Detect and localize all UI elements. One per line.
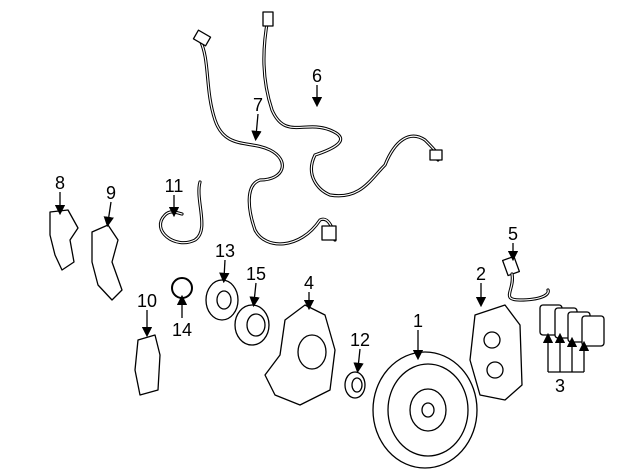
callout-8: 8 xyxy=(55,173,65,193)
part-15-bearing xyxy=(234,304,270,346)
part-14-snap-ring xyxy=(171,277,193,299)
part-12-dust-cap xyxy=(344,371,366,399)
part-2-caliper xyxy=(469,304,523,401)
callout-12: 12 xyxy=(350,330,370,350)
callout-1: 1 xyxy=(413,311,423,331)
callout-11: 11 xyxy=(165,176,184,196)
part-5-pad-wear-sensor xyxy=(501,255,550,302)
callout-9: 9 xyxy=(106,183,116,203)
callout-10: 10 xyxy=(137,291,157,311)
part-1-brake-rotor xyxy=(372,351,478,469)
callout-3: 3 xyxy=(555,376,565,396)
leader-arrows xyxy=(54,85,590,374)
part-9-bracket xyxy=(91,224,123,301)
part-4-splash-shield xyxy=(264,304,336,406)
part-3-brake-pads xyxy=(539,304,605,347)
callout-14: 14 xyxy=(172,320,192,340)
part-8-bracket xyxy=(49,209,79,271)
callout-7: 7 xyxy=(253,95,263,115)
part-13-hub xyxy=(205,279,239,321)
wheel-speed-sensor-wires xyxy=(192,11,443,246)
callout-5: 5 xyxy=(508,224,518,244)
callout-6: 6 xyxy=(312,66,322,86)
callout-4: 4 xyxy=(304,273,314,293)
callout-15: 15 xyxy=(246,264,266,284)
part-10-bracket xyxy=(134,334,161,396)
callout-13: 13 xyxy=(215,241,235,261)
callout-2: 2 xyxy=(476,264,486,284)
